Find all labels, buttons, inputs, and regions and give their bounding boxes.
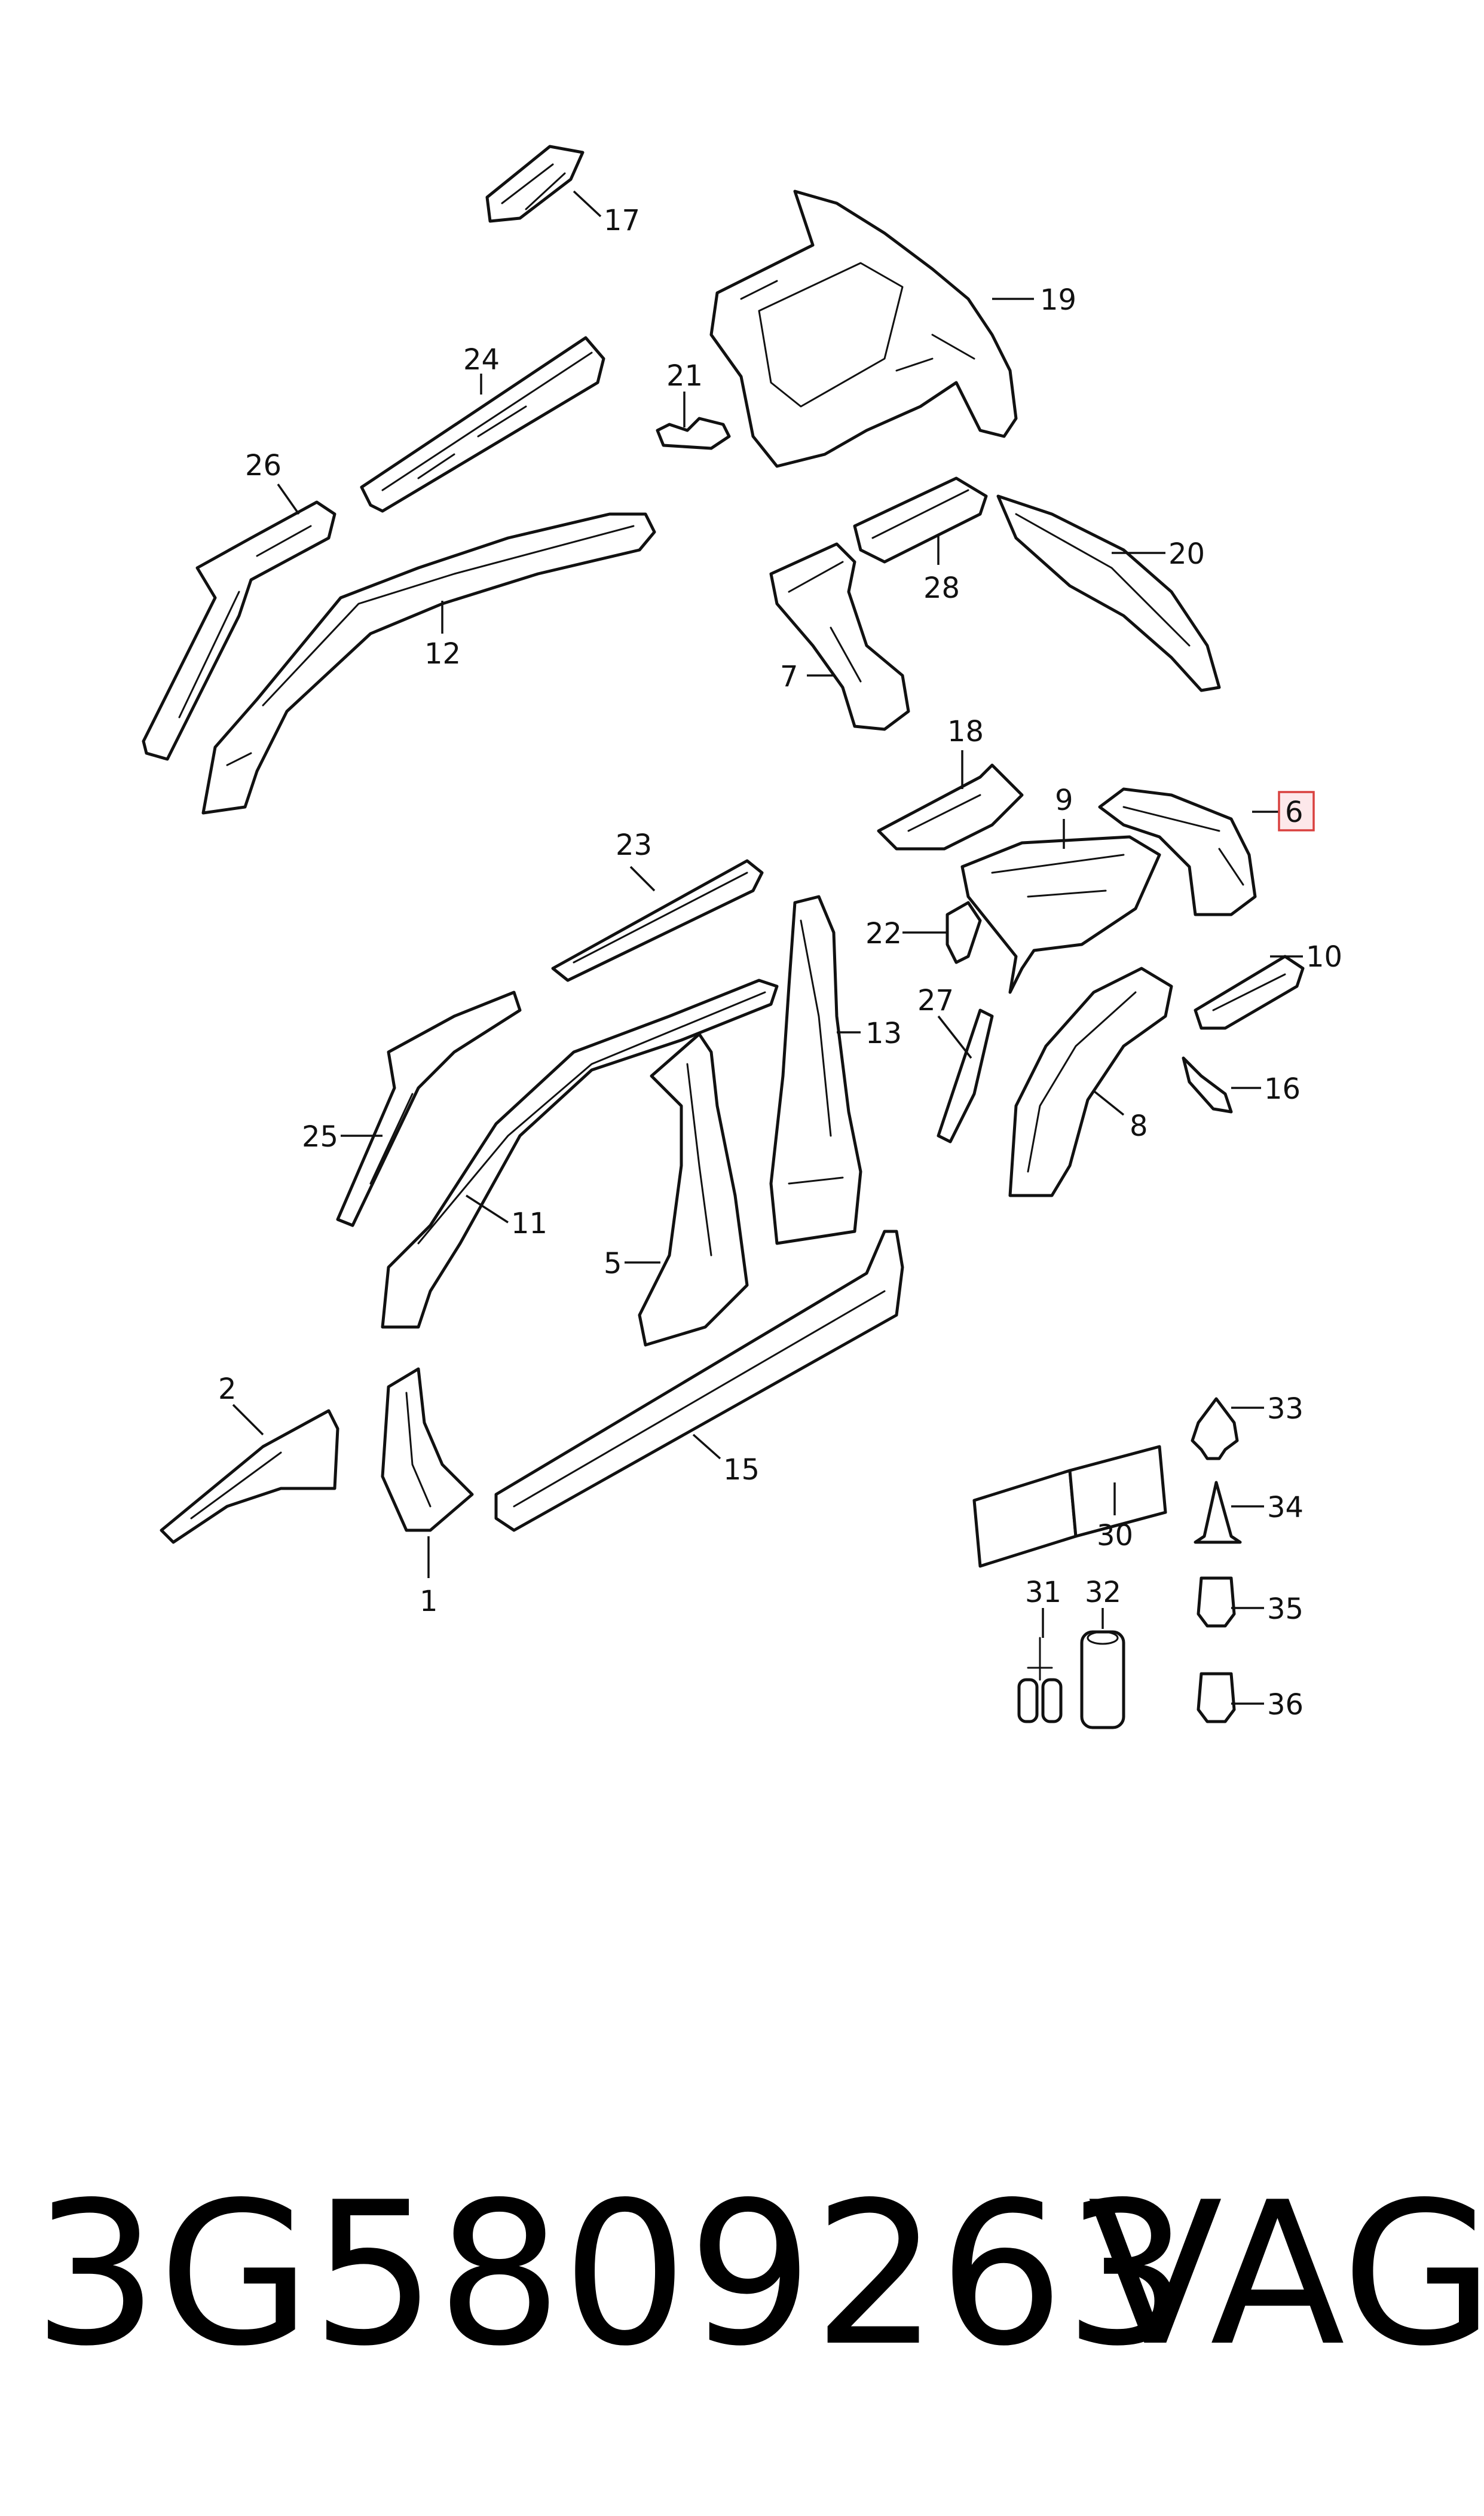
callout-20[interactable]: 20 — [1168, 537, 1205, 571]
callout-26[interactable]: 26 — [245, 449, 281, 482]
callout-36[interactable]: 36 — [1267, 1688, 1304, 1722]
callout-21[interactable]: 21 — [666, 359, 703, 393]
callout-8[interactable]: 8 — [1130, 1109, 1148, 1143]
callout-34[interactable]: 34 — [1267, 1491, 1304, 1524]
part-20 — [996, 494, 1221, 692]
part-5 — [638, 1032, 749, 1347]
part-9 — [960, 835, 1161, 994]
part-18 — [877, 763, 1024, 851]
callout-25[interactable]: 25 — [302, 1120, 338, 1154]
part-31 — [1017, 1637, 1063, 1723]
callout-5[interactable]: 5 — [604, 1247, 622, 1280]
part-15 — [494, 1230, 904, 1532]
part-22 — [946, 901, 982, 964]
callout-18[interactable]: 18 — [947, 715, 984, 748]
brand-label: VAG — [1088, 2160, 1484, 2389]
callout-22[interactable]: 22 — [865, 917, 902, 950]
part-27 — [937, 1008, 994, 1144]
callout-17[interactable]: 17 — [604, 204, 640, 237]
part-10 — [1194, 955, 1305, 1030]
callout-9[interactable]: 9 — [1055, 784, 1073, 817]
leader-lines — [232, 190, 1303, 1705]
part-36 — [1197, 1672, 1236, 1723]
part-35 — [1197, 1576, 1236, 1628]
part-12 — [201, 512, 656, 815]
part-32 — [1080, 1630, 1125, 1729]
part-33 — [1191, 1397, 1239, 1460]
part-19 — [709, 189, 1018, 468]
part-number: 3G5809263 — [33, 2160, 1190, 2389]
part-30 — [972, 1445, 1167, 1568]
callouts: 17 19 24 21 26 20 28 12 7 18 9 6 23 22 1… — [218, 204, 1342, 1722]
callout-27[interactable]: 27 — [917, 984, 954, 1017]
callout-33[interactable]: 33 — [1267, 1392, 1304, 1426]
callout-31[interactable]: 31 — [1025, 1576, 1061, 1609]
part-7 — [769, 542, 910, 731]
part-17 — [485, 145, 585, 223]
callout-1[interactable]: 1 — [420, 1585, 438, 1618]
callout-35[interactable]: 35 — [1267, 1592, 1304, 1626]
part-28 — [853, 476, 988, 564]
highlight-box — [1278, 791, 1315, 831]
part-26 — [142, 500, 336, 761]
callout-32[interactable]: 32 — [1085, 1576, 1121, 1609]
callout-12[interactable]: 12 — [424, 637, 461, 671]
callout-30[interactable]: 30 — [1097, 1519, 1133, 1552]
callout-15[interactable]: 15 — [723, 1453, 760, 1487]
callout-13[interactable]: 13 — [865, 1017, 902, 1050]
callout-24[interactable]: 24 — [463, 343, 500, 377]
part-13 — [769, 895, 862, 1245]
callout-7[interactable]: 7 — [780, 660, 798, 693]
part-6 — [1098, 787, 1257, 916]
callout-10[interactable]: 10 — [1306, 940, 1342, 974]
callout-16[interactable]: 16 — [1264, 1072, 1301, 1106]
part-1 — [381, 1367, 474, 1532]
part-16 — [1182, 1056, 1233, 1114]
callout-28[interactable]: 28 — [923, 571, 960, 605]
part-25 — [336, 990, 522, 1227]
part-23 — [551, 859, 764, 982]
callout-6[interactable]: 6 — [1285, 796, 1304, 829]
callout-19[interactable]: 19 — [1040, 283, 1076, 317]
part-2 — [160, 1409, 339, 1544]
part-11 — [381, 979, 779, 1329]
part-24 — [360, 336, 605, 513]
callout-23[interactable]: 23 — [616, 829, 652, 862]
callout-2[interactable]: 2 — [218, 1372, 237, 1406]
part-21 — [656, 417, 731, 450]
part-8 — [1008, 967, 1173, 1197]
callout-11[interactable]: 11 — [511, 1207, 547, 1240]
part-34 — [1194, 1481, 1242, 1544]
